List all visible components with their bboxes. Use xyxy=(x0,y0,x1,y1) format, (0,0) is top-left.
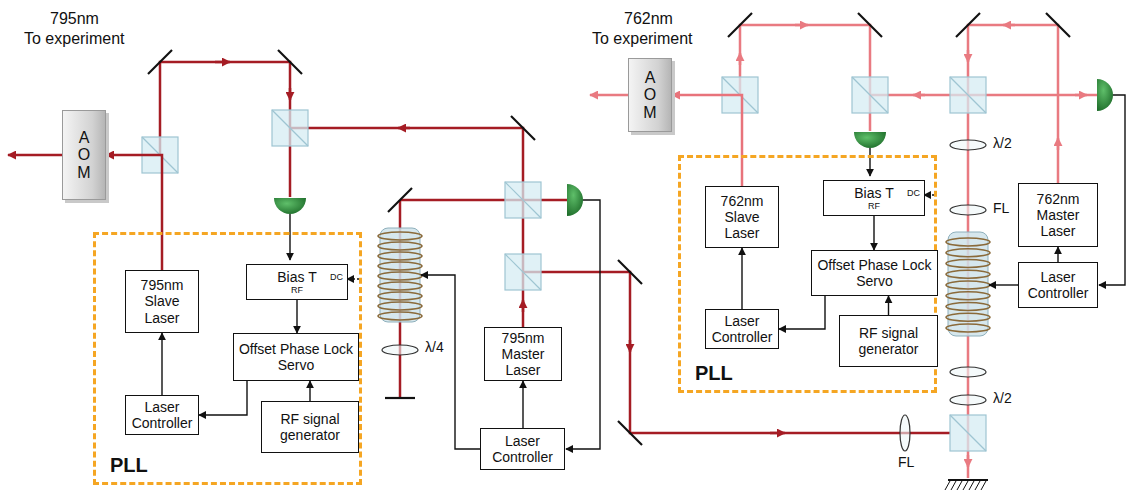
signal-arrow xyxy=(309,381,310,401)
mirror-hatching xyxy=(945,481,986,490)
beam-795 xyxy=(8,62,950,433)
node-label: Laser Controller xyxy=(1023,269,1093,301)
diagram-label: FL xyxy=(992,201,1010,216)
signal-arrow xyxy=(888,296,889,315)
servo-box: Offset Phase Lock Servo xyxy=(233,333,359,381)
coil-winding xyxy=(946,324,990,332)
node-label: DC xyxy=(330,272,343,282)
diagram-label: λ/2 xyxy=(992,136,1013,151)
node-label: PLL xyxy=(110,454,148,477)
hatch-stroke xyxy=(957,481,962,490)
mirror xyxy=(148,13,1070,480)
diagram-label: FL xyxy=(897,455,915,470)
controller-box: Laser Controller xyxy=(1018,262,1098,308)
coil-winding xyxy=(378,302,422,310)
bias-tee: Bias TRF DC xyxy=(246,264,348,300)
node-label: PLL xyxy=(695,362,733,385)
node-label: Bias T xyxy=(277,269,316,285)
signal-arrow xyxy=(296,300,297,333)
hatch-stroke xyxy=(975,481,980,490)
node-label: RF signal generator xyxy=(266,411,354,443)
coil-winding xyxy=(946,249,990,257)
rf-generator: RF signal generator xyxy=(261,401,359,453)
laser-box: 795nm Master Laser xyxy=(484,327,562,381)
coil-winding xyxy=(378,272,422,280)
node-label: A O M xyxy=(76,129,92,182)
coil-winding xyxy=(378,292,422,300)
node-label: 795nm Slave Laser xyxy=(130,277,194,325)
node-label: 762nm Master Laser xyxy=(1023,191,1093,239)
coil-winding xyxy=(378,242,422,250)
hatch-stroke xyxy=(951,481,956,490)
controller-box: Laser Controller xyxy=(705,309,779,349)
signal-arrow xyxy=(522,381,523,428)
node-label: RF xyxy=(291,286,303,295)
coil-winding xyxy=(378,262,422,270)
laser-beam xyxy=(106,155,162,270)
controller-box: Laser Controller xyxy=(480,428,565,470)
coil-winding xyxy=(946,238,990,246)
laser-box: 762nm Slave Laser xyxy=(705,186,779,248)
node-label: Laser Controller xyxy=(485,433,560,465)
hatch-stroke xyxy=(981,481,986,490)
coil-winding xyxy=(378,232,422,240)
diagram-label: 795nm xyxy=(50,10,99,28)
coil-winding xyxy=(378,312,422,320)
pll-group: PLL 795nm Slave Laser Bias TRF DC Offset Pha… xyxy=(93,232,362,485)
diagram-label: To experiment xyxy=(24,30,125,48)
node-label: 795nm Master Laser xyxy=(489,330,557,378)
coil-winding xyxy=(946,270,990,278)
bias-tee: Bias TRF DC xyxy=(823,180,925,216)
node-label: Laser Controller xyxy=(130,399,194,431)
signal-arrow xyxy=(873,216,874,250)
aom: A O M xyxy=(628,58,672,132)
coil-winding xyxy=(946,260,990,268)
signal-arrow xyxy=(161,333,162,395)
diagram-label: λ/2 xyxy=(992,391,1013,406)
node-label: RF signal generator xyxy=(844,325,933,357)
node-label: DC xyxy=(907,188,920,198)
node-label: Offset Phase Lock Servo xyxy=(816,257,933,289)
beam-splitter-cube xyxy=(142,77,986,451)
servo-box: Offset Phase Lock Servo xyxy=(811,250,938,296)
hatch-stroke xyxy=(963,481,968,490)
lens xyxy=(382,140,986,451)
coil-winding xyxy=(946,292,990,300)
hatch-stroke xyxy=(945,481,950,490)
diagram-label: 762nm xyxy=(624,10,673,28)
coil-winding xyxy=(946,303,990,311)
signal-arrow xyxy=(779,296,825,329)
signal-arrow xyxy=(199,381,247,415)
signal-wire xyxy=(290,95,1125,449)
node-label: RF xyxy=(868,202,880,211)
aom: A O M xyxy=(62,110,106,200)
pll-group: PLL 762nm Slave Laser Bias TRF DC Offset Pha… xyxy=(678,155,937,393)
node-label: A O M xyxy=(642,69,658,122)
laser-box: 795nm Slave Laser xyxy=(125,270,199,333)
diagram-label: λ/4 xyxy=(424,340,445,355)
node-label: 762nm Slave Laser xyxy=(710,193,774,241)
photodiode xyxy=(274,79,1113,216)
laser-beam xyxy=(672,95,742,186)
signal-arrow xyxy=(1057,247,1058,262)
beam-762 xyxy=(590,25,1097,478)
node-label: Laser Controller xyxy=(710,313,774,345)
node-label: Bias T xyxy=(854,185,893,201)
rf-generator: RF signal generator xyxy=(839,315,938,367)
node-label: Offset Phase Lock Servo xyxy=(238,341,354,373)
coil-winding xyxy=(946,313,990,321)
hatch-stroke xyxy=(969,481,974,490)
coil-winding xyxy=(946,281,990,289)
controller-box: Laser Controller xyxy=(125,395,199,435)
diagram-label: To experiment xyxy=(592,30,693,48)
coil-winding xyxy=(378,282,422,290)
signal-arrow xyxy=(741,248,742,309)
coil-winding xyxy=(378,252,422,260)
laser-box: 762nm Master Laser xyxy=(1018,183,1098,247)
